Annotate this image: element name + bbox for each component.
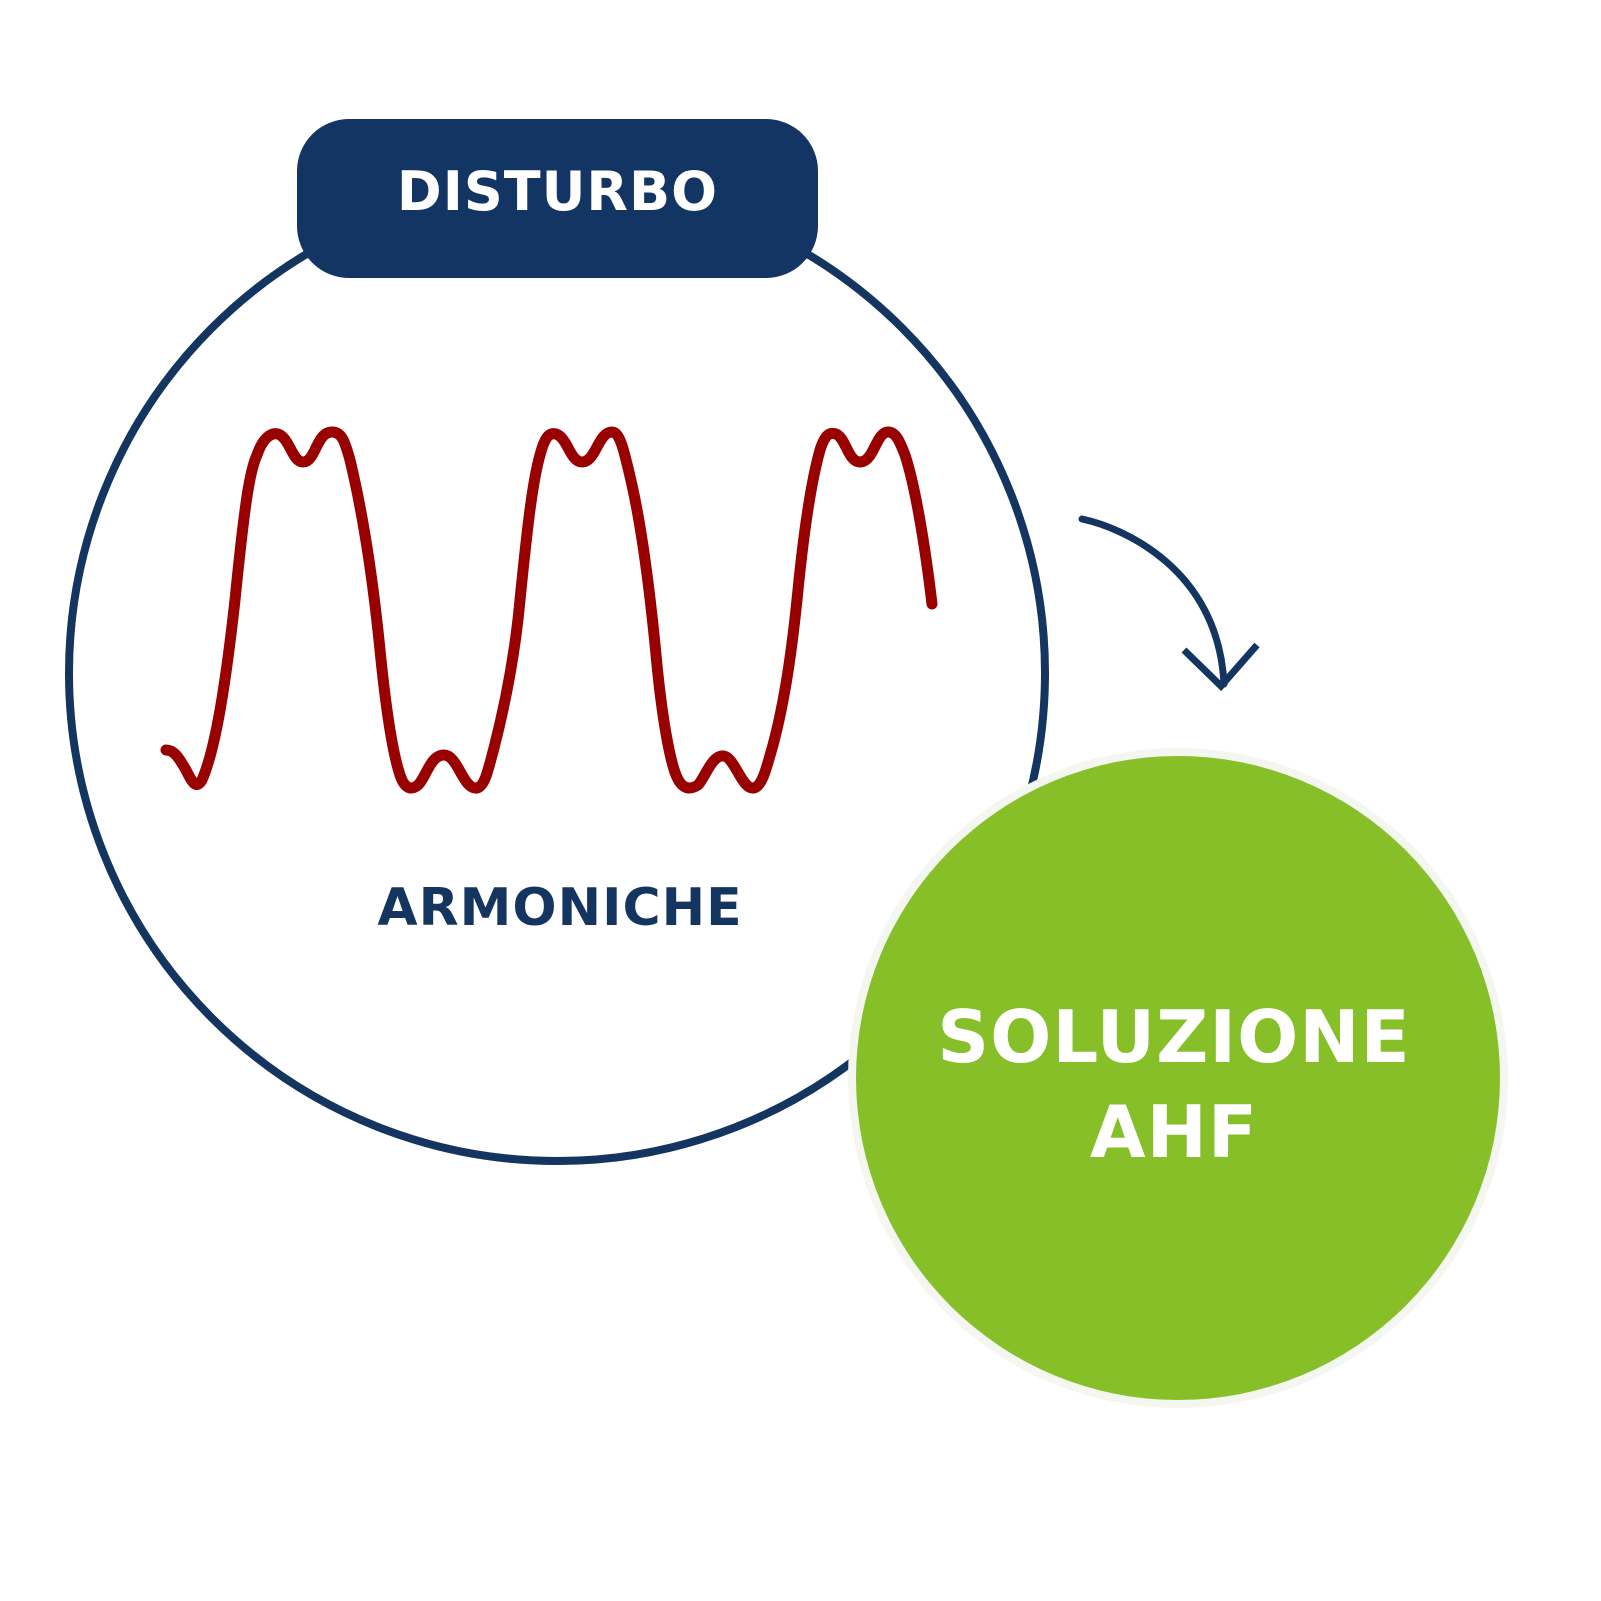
solution-label-line2: AHF — [1089, 1090, 1259, 1174]
harmonic-wave — [160, 426, 938, 794]
solution-label-line1: SOLUZIONE — [937, 995, 1411, 1079]
disturbo-title: DISTURBO — [396, 160, 719, 223]
arrow-head-icon — [1181, 642, 1260, 692]
arrow-curve — [1078, 515, 1228, 688]
disturbo-badge — [297, 119, 818, 278]
armoniche-label: ARMONICHE — [377, 878, 743, 938]
solution-circle — [856, 756, 1500, 1400]
